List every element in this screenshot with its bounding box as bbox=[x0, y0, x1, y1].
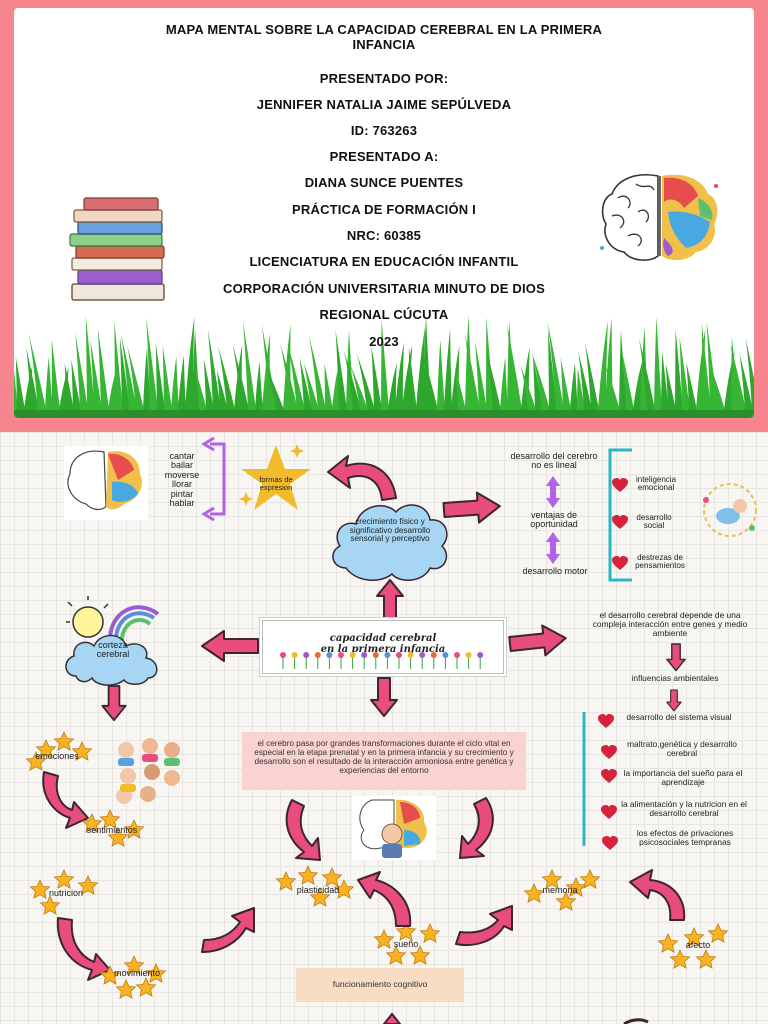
influence-item: desarrollo del sistema visual bbox=[626, 712, 732, 722]
arrow-to-cloud bbox=[376, 579, 404, 619]
arrow-to-influence-list bbox=[666, 689, 682, 712]
feelings-label: sentimientos bbox=[86, 825, 138, 835]
right-item: destrezas de pensamientos bbox=[635, 553, 685, 571]
star-label: formas de expresion bbox=[259, 475, 293, 492]
dev-nonlinear: desarrollo del cerebro no es lineal bbox=[510, 451, 598, 471]
books-illustration bbox=[69, 197, 165, 301]
cognitive-function-label: funcionamiento cognitivo bbox=[332, 979, 428, 989]
arrow-to-genes bbox=[507, 622, 569, 660]
arrow-nutrition-to-movement bbox=[56, 917, 111, 981]
arrow-sleep-to-plasticity bbox=[357, 871, 412, 927]
expression-bracket bbox=[210, 442, 226, 516]
central-topic: capacidad cerebral en la primera infanci… bbox=[262, 620, 504, 674]
memory-label: memoria bbox=[542, 885, 578, 895]
motor-development: desarrollo motor bbox=[522, 566, 588, 576]
author-name: JENNIFER NATALIA JAIME SEPÚLVEDA bbox=[256, 97, 512, 112]
cortex-label: corteza cerebral bbox=[96, 640, 130, 660]
brain-illustration bbox=[600, 174, 718, 261]
cover-card bbox=[14, 8, 754, 418]
teal-bracket-top bbox=[608, 448, 632, 582]
influence-item: maltrato,genética y desarrollo cerebral bbox=[627, 739, 737, 758]
program-name: LICENCIATURA EN EDUCACIÓN INFANTIL bbox=[249, 254, 519, 269]
arrow-transform-to-plasticity bbox=[285, 799, 321, 861]
transformation-box: el cerebro pasa por grandes transformaci… bbox=[242, 732, 526, 790]
expression-item: pintar bbox=[170, 488, 194, 499]
expression-item: llorar bbox=[171, 479, 192, 490]
nutrition-label: nutricion bbox=[48, 888, 84, 898]
arrow-to-transform bbox=[370, 677, 398, 717]
expression-item: cantar bbox=[169, 451, 195, 461]
presented-to-label: PRESENTADO A: bbox=[329, 149, 439, 164]
right-item: inteligencia emocional bbox=[635, 475, 677, 493]
cover-title-line2: INFANCIA bbox=[352, 37, 416, 52]
arrow-to-cortex bbox=[201, 630, 259, 662]
genes-environment-text: el desarrollo cerebral depende de una co… bbox=[592, 610, 748, 638]
cover-year: 2023 bbox=[369, 334, 399, 349]
grass-illustration bbox=[14, 315, 754, 418]
children-faces-image bbox=[116, 738, 180, 804]
campus-name: REGIONAL CÚCUTA bbox=[319, 307, 449, 322]
child-brain-image bbox=[352, 796, 436, 860]
arrow-affection-to-memory bbox=[629, 869, 686, 921]
right-item: desarrollo social bbox=[636, 513, 672, 531]
expression-item: hablar bbox=[169, 498, 195, 509]
baby-development-image bbox=[703, 483, 757, 537]
sleep-label: sueño bbox=[393, 939, 419, 949]
mind-map-graphics bbox=[26, 436, 757, 1024]
university-name: CORPORACIÓN UNIVERSITARIA MINUTO DE DIOS bbox=[223, 281, 545, 296]
plasticity-label: plasticidad bbox=[296, 885, 340, 895]
affection-label: afecto bbox=[685, 940, 711, 950]
arrow-transform-to-memory bbox=[459, 797, 494, 859]
transformation-text: el cerebro pasa por grandes transformaci… bbox=[254, 739, 514, 775]
cortex-cloud bbox=[65, 596, 160, 686]
cloud-text: crecimiento físico y significativo desar… bbox=[349, 517, 431, 544]
arrow-sleep-to-memory bbox=[455, 905, 513, 946]
arrow-curve-to-star bbox=[327, 455, 397, 501]
arrow-movement-to-plasticity bbox=[201, 907, 255, 953]
cognitive-function-box: funcionamiento cognitivo bbox=[296, 968, 464, 1002]
expression-item: bailar bbox=[170, 460, 193, 471]
influence-item: la importancia del sueño para el aprendi… bbox=[623, 768, 743, 787]
arrow-emotions-to-feelings bbox=[42, 771, 89, 829]
arrow-to-emotions bbox=[101, 685, 127, 722]
nrc-code: NRC: 60385 bbox=[346, 228, 422, 243]
central-title-line1: capacidad cerebral bbox=[329, 633, 437, 644]
movement-label: movimiento bbox=[113, 968, 160, 978]
presented-by-label: PRESENTADO POR: bbox=[319, 71, 449, 86]
growth-cloud bbox=[332, 504, 448, 581]
emotions-label: emociones bbox=[35, 751, 79, 761]
student-id: ID: 763263 bbox=[350, 123, 418, 138]
windows-of-opportunity: ventajas de oportunidad bbox=[530, 510, 578, 530]
cover-title-line1: MAPA MENTAL SOBRE LA CAPACIDAD CEREBRAL … bbox=[165, 22, 603, 37]
environmental-influences: influencias ambientales bbox=[631, 673, 719, 683]
influence-item: la alimentación y la nutricion en el des… bbox=[621, 799, 747, 818]
expression-list: cantar bailar moverse llorar pintar habl… bbox=[156, 451, 208, 509]
expression-star bbox=[241, 445, 311, 510]
teacher-name: DIANA SUNCE PUENTES bbox=[304, 175, 464, 190]
brain-sketch-image bbox=[64, 446, 148, 520]
central-title-line2: en la primera infancia bbox=[320, 644, 446, 655]
arrow-to-influences bbox=[666, 643, 686, 672]
expression-item: moverse bbox=[164, 469, 200, 480]
flowers-decoration bbox=[280, 652, 484, 669]
influence-item: los efectos de privaciones psicosociales… bbox=[636, 828, 734, 847]
cover-section: MAPA MENTAL SOBRE LA CAPACIDAD CEREBRAL … bbox=[0, 0, 768, 432]
arrow-to-development bbox=[441, 490, 502, 526]
course-name: PRÁCTICA DE FORMACIÓN I bbox=[292, 202, 476, 217]
